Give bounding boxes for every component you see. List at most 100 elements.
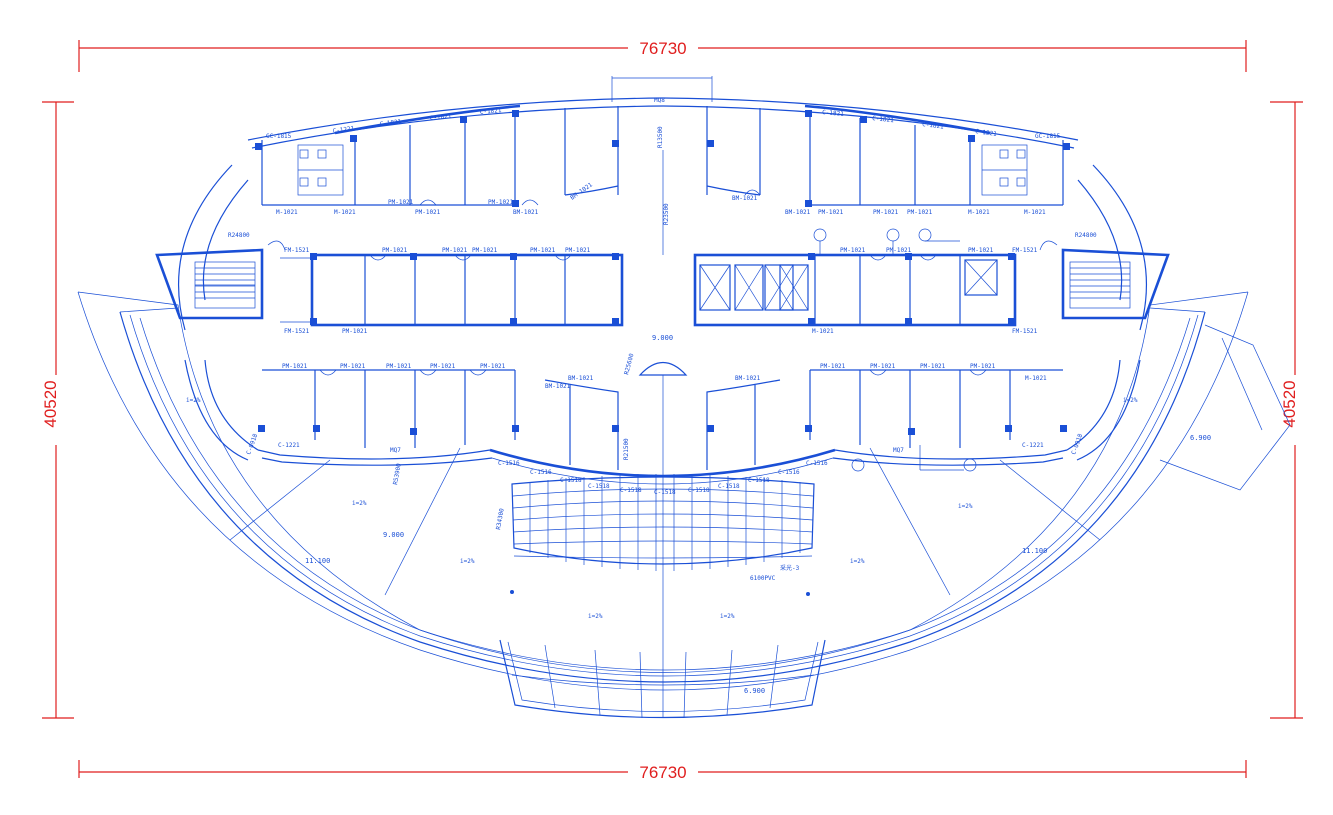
label-pm1021-1: PM-1021 [388, 199, 414, 206]
label-c1221-tr: C-1221 [975, 128, 998, 138]
label-level-6900-bottom: 6.900 [744, 687, 765, 695]
label-c1518-2: C-1518 [588, 483, 610, 490]
label-pm1021-6: PM-1021 [907, 209, 933, 216]
rooms-top-right [706, 106, 1064, 206]
label-pm1021-5: PM-1021 [873, 209, 899, 216]
dimension-bottom-label: 76730 [639, 763, 686, 782]
label-slope-2: i=2% [352, 500, 367, 507]
dimension-left: 40520 [41, 101, 74, 719]
label-slope-8: i=2% [1123, 397, 1138, 404]
label-c1221-bl: C-1221 [278, 442, 300, 449]
label-pm1021-3: PM-1021 [488, 199, 514, 206]
label-m1021-5: M-1021 [812, 328, 834, 335]
label-fm1521-3: FM-1521 [284, 328, 310, 335]
structural-columns [255, 110, 1070, 435]
label-r53900: R53900 [392, 462, 403, 485]
skylight-grid [511, 474, 815, 571]
room-labels: MQ8 GC-1815 GC-1815 C-1221 C-1821 C-1821… [186, 97, 1211, 695]
label-c1821-4: C-1821 [822, 109, 845, 118]
label-c1516-2: C-1516 [530, 469, 552, 476]
rooms-bottom-right [706, 369, 1063, 470]
label-bm1021-4: BM-1021 [785, 209, 811, 216]
label-bm1021-5: BM-1021 [545, 383, 571, 390]
central-core-left [280, 253, 624, 327]
label-pm1021-22: PM-1021 [870, 363, 896, 370]
label-c1821-2: C-1821 [429, 113, 452, 122]
dimension-bottom: 76730 [78, 760, 1247, 782]
label-c1518-5: C-1518 [688, 487, 710, 494]
label-slope-6: i=2% [850, 558, 865, 565]
label-c1516-1: C-1516 [498, 460, 520, 467]
label-m1021-4: M-1021 [1024, 209, 1046, 216]
entrance-canopy [499, 639, 826, 719]
stair-right [1061, 248, 1170, 320]
label-slope-5: i=2% [720, 613, 735, 620]
label-c1821-3: C-1821 [480, 107, 503, 116]
label-c1221-br: C-1221 [1022, 442, 1044, 449]
label-pm1021-7: PM-1021 [382, 247, 408, 254]
label-pm1021-24: PM-1021 [970, 363, 996, 370]
stair-left [155, 248, 264, 320]
door-swings [267, 189, 1058, 376]
label-level-11100-left: 11.100 [305, 557, 330, 565]
label-fm1521-2: FM-1521 [1012, 247, 1038, 254]
label-pm1021-10: PM-1021 [530, 247, 556, 254]
label-level-9000-center: 9.000 [652, 334, 673, 342]
label-pm1021-15: PM-1021 [968, 247, 994, 254]
label-c1518-6: C-1518 [718, 483, 740, 490]
label-mq7-r: MQ7 [893, 447, 904, 454]
label-pm1021-21: PM-1021 [820, 363, 846, 370]
label-mq8: MQ8 [654, 97, 665, 104]
label-pm1021-14: PM-1021 [886, 247, 912, 254]
label-pm1021-13: PM-1021 [840, 247, 866, 254]
label-bm1021-7: BM-1021 [735, 375, 761, 382]
dimension-lines: 76730 76730 40520 40520 [41, 38, 1307, 782]
dimension-top-label: 76730 [639, 39, 686, 58]
label-c0918-l: C-0918 [245, 433, 259, 456]
label-c0918-r: C-0918 [1070, 433, 1084, 456]
label-c1221-tl: C-1221 [332, 125, 355, 135]
label-slope-1: i=2% [186, 397, 201, 404]
label-r34300: R34300 [495, 507, 506, 530]
label-slope-3: i=2% [460, 558, 475, 565]
label-pm1021-2: PM-1021 [415, 209, 441, 216]
dimension-left-label: 40520 [41, 380, 60, 427]
label-pm1021-16: PM-1021 [282, 363, 308, 370]
label-c1821-5: C-1821 [872, 115, 895, 124]
label-bm1021-6: BM-1021 [568, 375, 594, 382]
label-m1021-6: M-1021 [1025, 375, 1047, 382]
label-level-11100-right: 11.100 [1022, 547, 1047, 555]
label-r13500: R13500 [657, 126, 664, 148]
label-c1516-4: C-1516 [806, 460, 828, 467]
label-gc-right: GC-1815 [1035, 133, 1061, 140]
label-r25600: R25600 [623, 352, 635, 375]
label-c1518-7: C-1518 [748, 477, 770, 484]
label-pm1021-9: PM-1021 [472, 247, 498, 254]
label-pm1021-12: PM-1021 [342, 328, 368, 335]
label-c1518-3: C-1518 [620, 487, 642, 494]
terrace-outline [77, 291, 1291, 718]
dimension-right-label: 40520 [1280, 380, 1299, 427]
label-pm1021-8: PM-1021 [442, 247, 468, 254]
central-core-right [693, 253, 1017, 327]
label-pm1021-19: PM-1021 [430, 363, 456, 370]
label-skylight: 采光-3 [780, 564, 800, 572]
central-platform [638, 150, 688, 480]
label-bm1021-3: BM-1021 [732, 195, 758, 202]
label-level-6900-right: 6.900 [1190, 434, 1211, 442]
label-m1021-2: M-1021 [334, 209, 356, 216]
label-level-9000-left: 9.000 [383, 531, 404, 539]
label-r21500: R21500 [623, 438, 630, 460]
label-pm1021-18: PM-1021 [386, 363, 412, 370]
label-c1518-1: C-1518 [560, 477, 582, 484]
section-markers [510, 228, 977, 596]
label-r24800-l: R24800 [228, 232, 250, 239]
label-pm1021-23: PM-1021 [920, 363, 946, 370]
label-m1021-1: M-1021 [276, 209, 298, 216]
label-fm1521-1: FM-1521 [284, 247, 310, 254]
dimension-right: 40520 [1270, 101, 1307, 719]
label-slope-7: i=2% [958, 503, 973, 510]
label-fm1521-4: FM-1521 [1012, 328, 1038, 335]
label-c1516-3: C-1516 [778, 469, 800, 476]
